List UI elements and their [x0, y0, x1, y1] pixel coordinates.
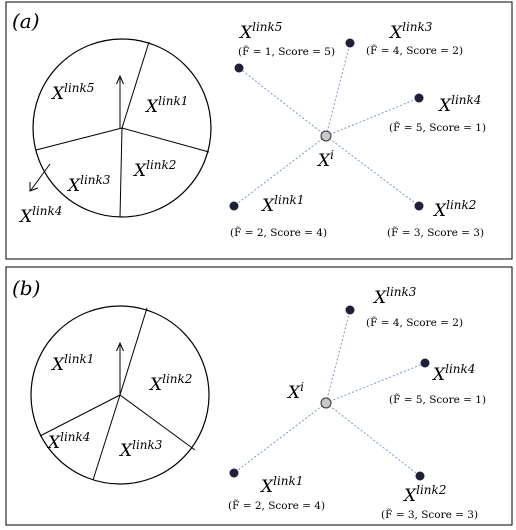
- panel-b-pie-divider-1: [119, 307, 148, 396]
- panel-b-node-label-link2: Xlink2: [402, 483, 446, 506]
- panel-b-pie-label-link4: Xlink4: [46, 430, 90, 453]
- panel-b-pie: Xlink1 Xlink2 Xlink3 Xlink4: [30, 305, 210, 485]
- panel-a-pie-divider-3: [119, 127, 123, 218]
- panel-a-edge-link2: [325, 135, 420, 207]
- panel-a-out-arrowhead: [29, 182, 39, 192]
- panel-b-pie-label-link2: Xlink2: [148, 372, 192, 395]
- panel-b: (b) Xlink1 Xlink2 Xlink3 Xlink4: [5, 266, 513, 526]
- panel-a-node-link3: [345, 38, 355, 48]
- panel-b-node-score-link3: (F̃ = 4, Score = 2): [366, 316, 463, 329]
- panel-a-node-link1: [229, 201, 239, 211]
- panel-a-pie-label-link1: Xlink1: [144, 94, 188, 117]
- panel-a-node-label-link4: Xlink4: [437, 93, 481, 116]
- panel-a-pie-label-link5: Xlink5: [50, 81, 94, 104]
- panel-a-pie: Xlink5 Xlink1 Xlink2 Xlink3 Xlink4: [18, 38, 212, 227]
- panel-a-edge-link5: [238, 67, 327, 137]
- panel-a: (a) Xlink5 Xlink1 Xlink2 Xlink3 Xlink4: [5, 1, 513, 260]
- panel-a-pie-divider-1: [121, 41, 150, 129]
- panel-a-edge-link4: [325, 97, 420, 137]
- panel-b-pie-divider-2: [119, 394, 196, 451]
- panel-b-node-link2: [415, 471, 425, 481]
- panel-a-label: (a): [12, 9, 40, 33]
- panel-a-edge-link3: [325, 42, 351, 137]
- panel-a-node-label-link5: Xlink5: [238, 20, 282, 43]
- panel-b-edge-link4: [325, 362, 426, 404]
- panel-b-node-label-link3: Xlink3: [372, 285, 417, 308]
- panel-b-node-score-link2: (F̃ = 3, Score = 3): [381, 508, 478, 521]
- panel-b-node-center: [320, 397, 332, 409]
- panel-a-node-score-link4: (F̃ = 5, Score = 1): [389, 121, 486, 134]
- panel-a-node-score-link2: (F̃ = 3, Score = 3): [387, 226, 484, 239]
- panel-b-label: (b): [12, 276, 40, 300]
- panel-b-node-score-link1: (F̃ = 2, Score = 4): [228, 499, 325, 512]
- panel-a-node-center: [320, 130, 332, 142]
- panel-b-node-label-link4: Xlink4: [431, 362, 475, 385]
- panel-b-node-score-link4: (F̃ = 5, Score = 1): [389, 393, 486, 406]
- panel-b-pointer-arrowhead: [116, 341, 124, 352]
- panel-a-node-label-link3: Xlink3: [388, 20, 433, 43]
- panel-a-out-arrow: [30, 163, 51, 191]
- panel-a-pie-label-link4: Xlink4: [18, 204, 62, 227]
- panel-a-node-score-link1: (F̃ = 2, Score = 4): [230, 226, 327, 239]
- panel-b-edge-link1: [233, 402, 327, 474]
- panel-a-node-label-link1: Xlink1: [260, 193, 304, 216]
- panel-b-pie-label-link1: Xlink1: [50, 352, 94, 375]
- panel-b-pie-label-link3: Xlink3: [118, 438, 163, 461]
- panel-a-pie-label-link2: Xlink2: [132, 158, 176, 181]
- panel-b-node-link4: [420, 358, 430, 368]
- panel-a-node-label-link2: Xlink2: [432, 198, 476, 221]
- panel-b-node-label-link1: Xlink1: [259, 474, 303, 497]
- panel-a-pie-divider-2: [121, 127, 210, 153]
- panel-b-node-link3: [345, 305, 355, 315]
- panel-b-edge-link3: [325, 309, 351, 404]
- panel-a-pointer-arrowhead: [116, 74, 124, 85]
- panel-a-node-score-link3: (F̃ = 4, Score = 2): [366, 44, 463, 57]
- panel-b-center-label: Xi: [286, 380, 304, 403]
- panel-a-pie-label-link3: Xlink3: [66, 173, 111, 196]
- panel-a-edge-link1: [233, 135, 327, 207]
- panel-a-graph: Xlink5 (F̃ = 1, Score = 5) Xlink3 (F̃ = …: [229, 20, 486, 239]
- panel-b-node-link1: [229, 468, 239, 478]
- panel-a-node-link4: [414, 93, 424, 103]
- panel-a-pie-divider-4: [35, 127, 123, 151]
- panel-a-node-score-link5: (F̃ = 1, Score = 5): [238, 45, 335, 58]
- panel-a-node-link5: [234, 63, 244, 73]
- panel-b-pie-divider-4: [39, 394, 121, 437]
- panel-b-pie-divider-3: [92, 394, 121, 481]
- panel-b-graph: Xlink3 (F̃ = 4, Score = 2) Xlink4 (F̃ = …: [228, 285, 486, 521]
- panel-a-node-link2: [414, 201, 424, 211]
- panel-a-center-label: Xi: [316, 148, 334, 171]
